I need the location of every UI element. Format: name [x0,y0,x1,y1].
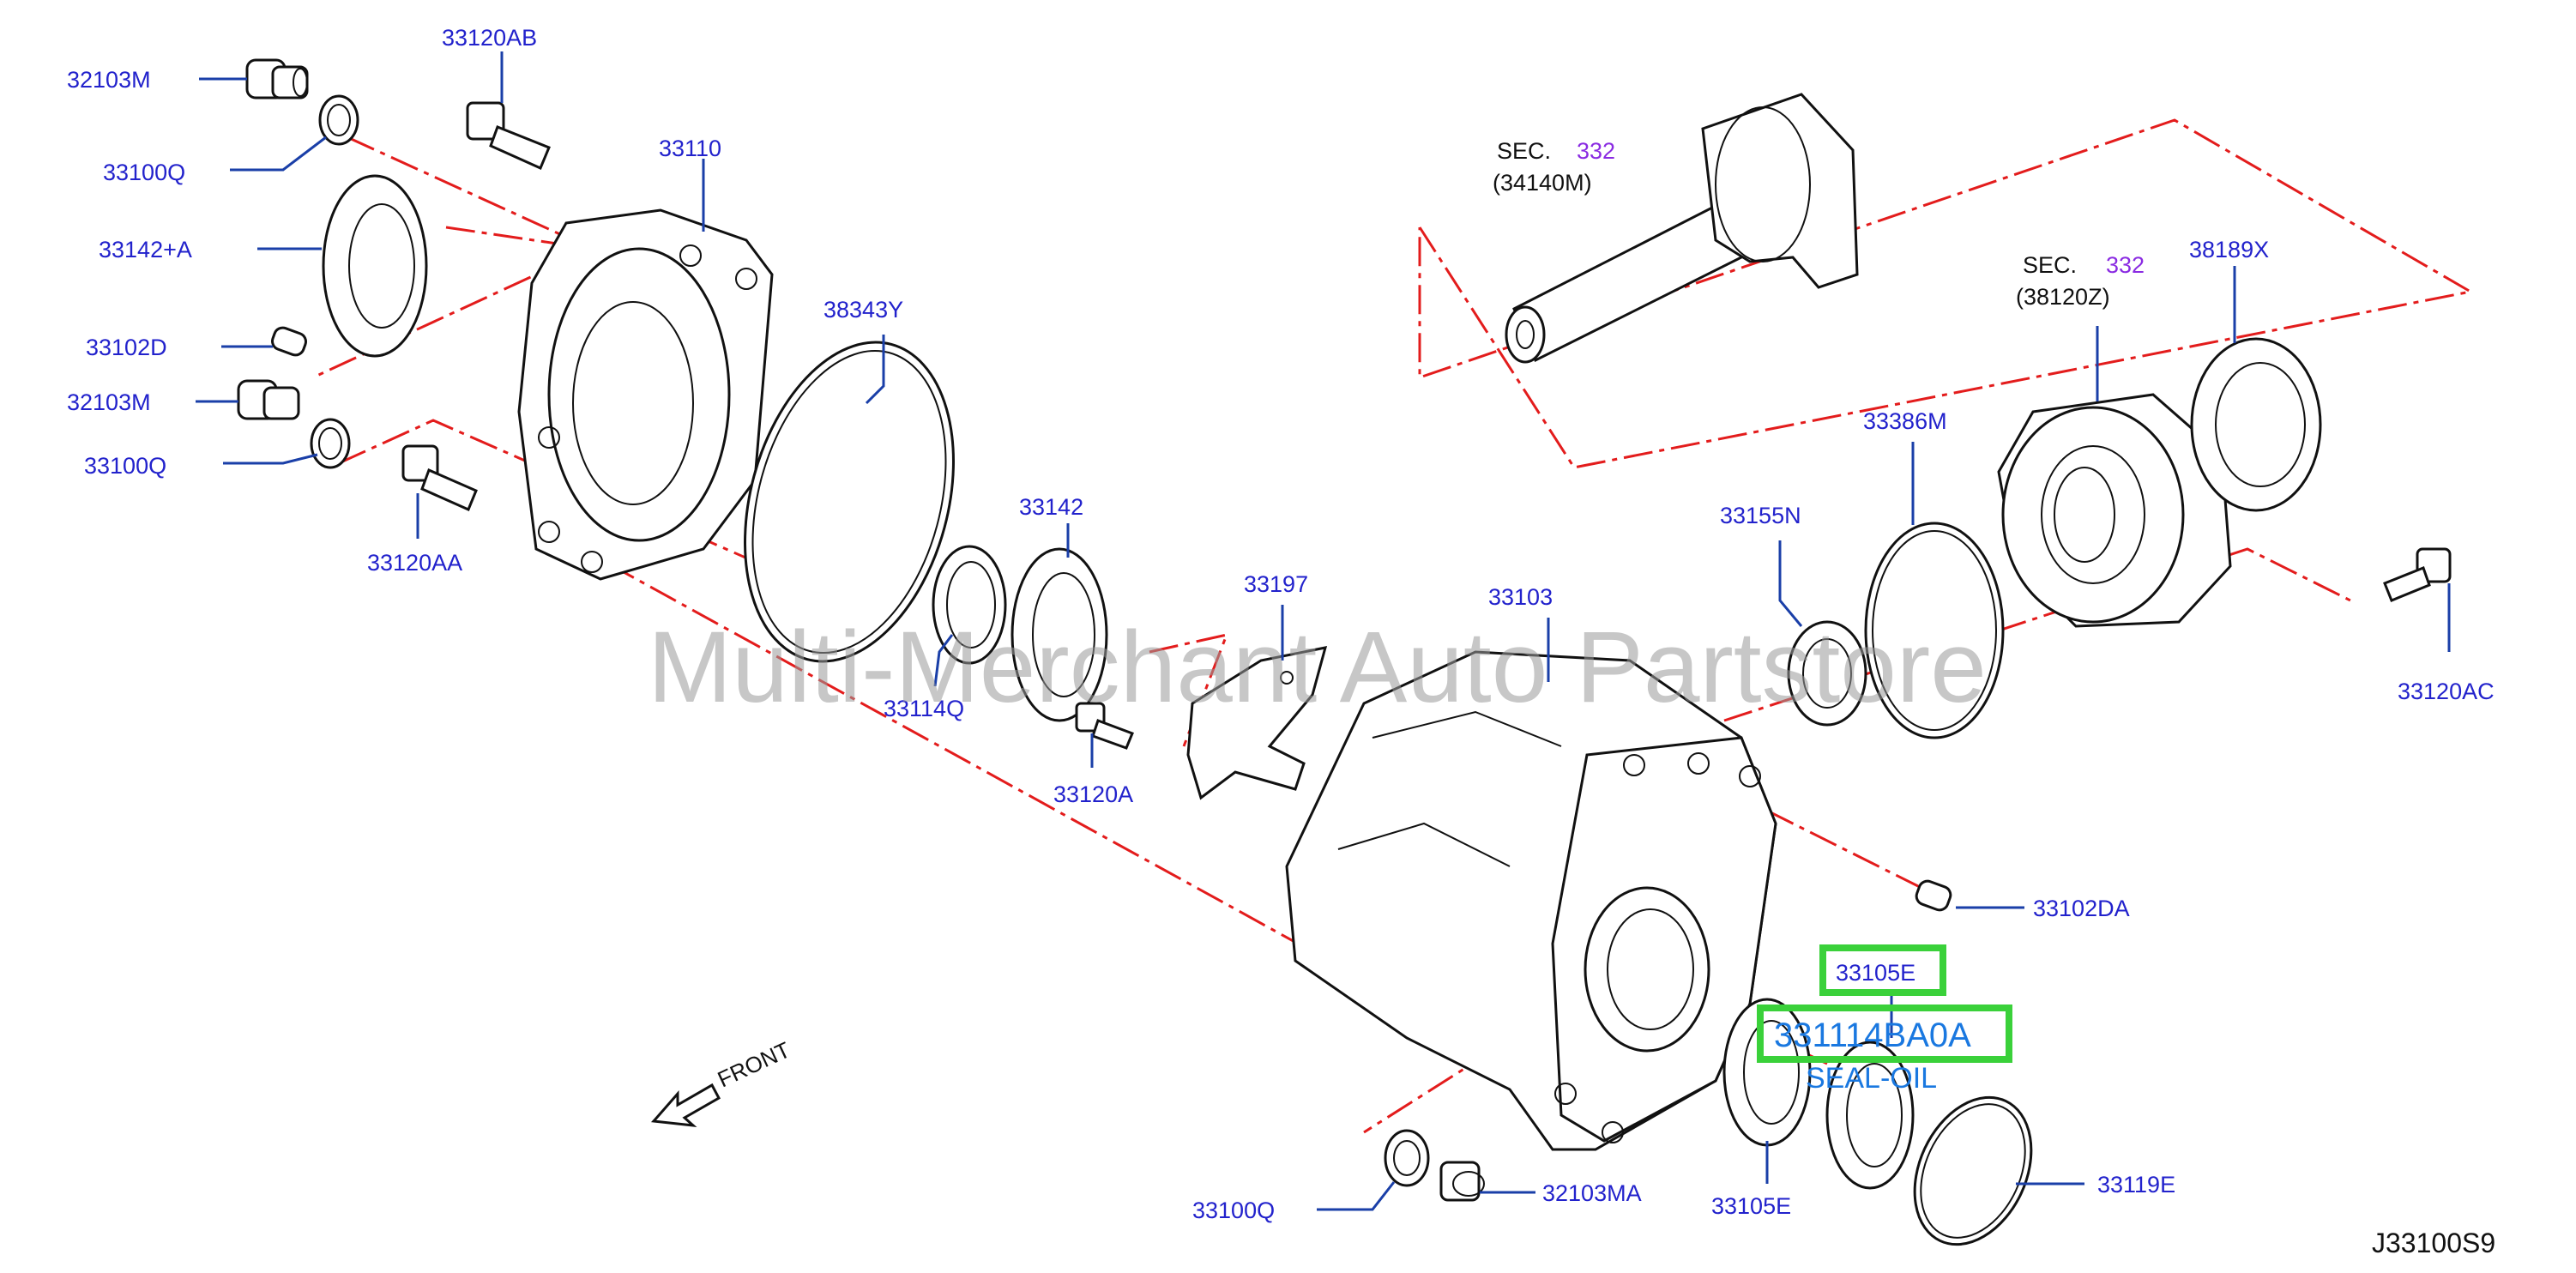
sec-part: (34140M) [1493,170,1592,196]
bolt-33120ac[interactable] [2383,547,2452,602]
highlight-part-box [1757,1005,2012,1063]
section-ref-34140m: SEC. 332 (34140M) [1493,138,1615,196]
label-33100q-top[interactable]: 33100Q [103,160,185,185]
sec-number[interactable]: 332 [1577,138,1615,164]
oil-seal-33105e-right[interactable] [1825,1041,1915,1190]
front-arrow-icon [650,1083,721,1127]
highlight-callout[interactable]: 33105E 331114BA0A SEAL-OIL [1757,944,2012,1095]
bracket-33197[interactable] [1186,646,1328,800]
o-ring-38343y[interactable] [712,319,987,685]
sec-part: (38120Z) [2016,284,2110,310]
sec-label: SEC. [2023,252,2077,278]
rear-cover-33110[interactable] [517,208,774,581]
label-38343y[interactable]: 38343Y [823,297,903,323]
plug-32103m-top[interactable] [245,58,309,100]
label-33105e-bottom[interactable]: 33105E [1711,1193,1791,1219]
o-ring-33386m[interactable] [1864,522,2005,739]
transfer-case-housing-33103[interactable] [1285,650,1777,1151]
label-33197[interactable]: 33197 [1244,571,1308,597]
bolt-33120ab[interactable] [466,101,551,170]
label-33119e[interactable]: 33119E [2097,1172,2175,1198]
highlight-ref[interactable]: 33105E [1836,960,1915,986]
highlight-ref-box [1819,944,1946,996]
highlight-description: SEAL-OIL [1806,1062,1937,1095]
oil-seal-38189x[interactable] [2190,337,2322,512]
dowel-33102da[interactable] [1914,878,1952,912]
label-33114q[interactable]: 33114Q [884,696,964,721]
label-33120ac[interactable]: 33120AC [2398,679,2495,704]
label-33386m[interactable]: 33386M [1863,408,1947,434]
leader-lines [196,51,2451,1211]
label-33142a[interactable]: 33142+A [99,237,192,262]
seal-33114q[interactable] [932,545,1007,665]
oil-seal-33142a[interactable] [322,174,428,358]
label-33100q-bottom-center[interactable]: 33100Q [1192,1198,1275,1223]
plug-32103m-bottom[interactable] [237,379,300,420]
label-33142[interactable]: 33142 [1019,494,1083,520]
label-33102d[interactable]: 33102D [86,335,167,360]
front-label: FRONT [714,1036,794,1092]
label-38189x[interactable]: 38189X [2189,237,2269,262]
washer-33100q-bottom[interactable] [310,418,351,469]
shaft-34140m[interactable] [1505,93,1859,364]
washer-33100q-top[interactable] [318,94,359,146]
bolt-33120aa[interactable] [401,444,478,511]
washer-33155n[interactable] [1787,620,1867,727]
label-33102da[interactable]: 33102DA [2033,896,2130,921]
label-33120ab[interactable]: 33120AB [442,25,537,51]
label-33103[interactable]: 33103 [1488,584,1553,610]
plug-32103ma[interactable] [1439,1161,1485,1202]
label-32103m-top[interactable]: 32103M [67,67,151,93]
washer-33100q-bottom-center[interactable] [1384,1129,1430,1187]
label-33155n[interactable]: 33155N [1720,503,1801,528]
bearing-38120z[interactable] [1997,393,2232,628]
sec-number[interactable]: 332 [2106,252,2145,278]
bolt-33120a[interactable] [1075,702,1134,750]
section-ref-38120z: SEC. 332 (38120Z) [2016,252,2145,310]
highlight-part-number[interactable]: 331114BA0A [1774,1017,1971,1054]
label-33120a[interactable]: 33120A [1053,781,1133,807]
watermark: Multi-Merchant Auto Partstore [648,611,1987,724]
label-33120aa[interactable]: 33120AA [367,550,462,576]
label-33110[interactable]: 33110 [659,136,721,161]
label-32103ma[interactable]: 32103MA [1542,1180,1642,1206]
label-33100q-bottom[interactable]: 33100Q [84,453,166,479]
dowel-33102d[interactable] [270,325,309,357]
part-labels: 32103M 33100Q 33120AB 33142+A 33102D 321… [67,25,2495,1223]
oil-seal-33142[interactable] [1010,547,1108,722]
o-ring-33119e[interactable] [1892,1078,2054,1264]
sec-label: SEC. [1497,138,1551,164]
diagram-code: J33100S9 [2372,1228,2495,1258]
label-32103m-bottom[interactable]: 32103M [67,389,151,415]
